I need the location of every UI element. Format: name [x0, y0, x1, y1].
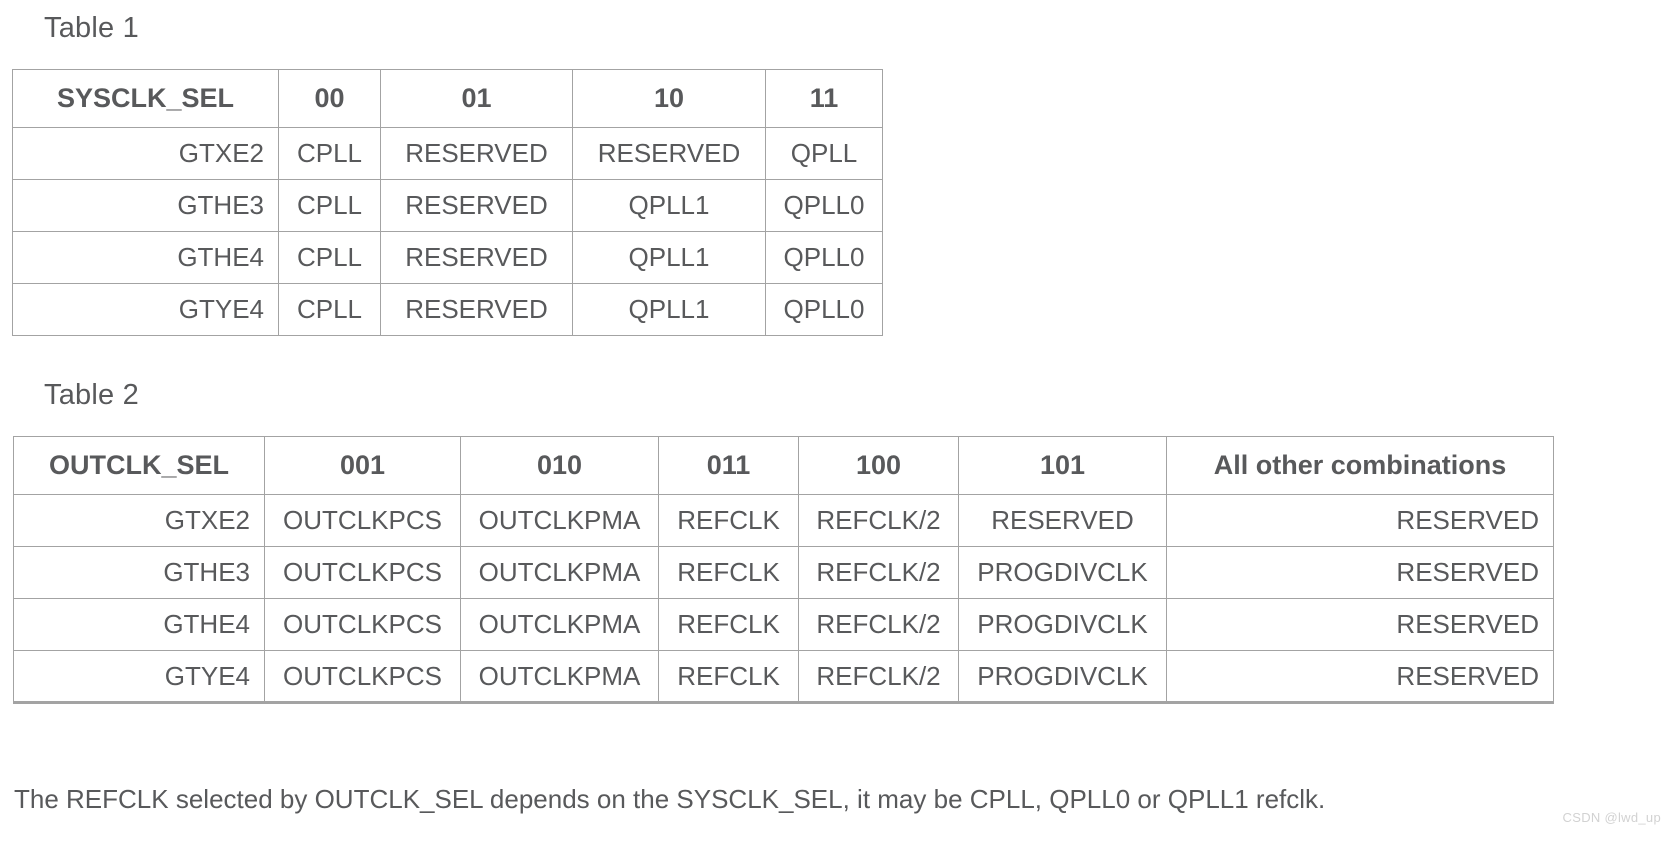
table-row: GTXE2 OUTCLKPCS OUTCLKPMA REFCLK REFCLK/… — [13, 494, 1554, 547]
table-1-cell: QPLL1 — [572, 179, 766, 232]
table-2-cell: OUTCLKPCS — [264, 546, 461, 599]
outclk-sel-table: OUTCLK_SEL 001 010 011 100 101 All other… — [13, 436, 1554, 704]
table-1-cell: QPLL1 — [572, 231, 766, 284]
table-2-header-cell: All other combinations — [1166, 436, 1554, 495]
table-2-cell: GTYE4 — [13, 650, 265, 704]
table-2-cell: OUTCLKPMA — [460, 598, 659, 651]
table-1-header-cell: 10 — [572, 69, 766, 128]
table-2-header-cell: OUTCLK_SEL — [13, 436, 265, 495]
table-2-header-cell: 101 — [958, 436, 1167, 495]
table-1-cell: QPLL0 — [765, 179, 883, 232]
table-1-cell: RESERVED — [380, 127, 573, 180]
table-2-cell: OUTCLKPCS — [264, 598, 461, 651]
table-row: GTHE4 OUTCLKPCS OUTCLKPMA REFCLK REFCLK/… — [13, 598, 1554, 651]
table-2-cell: RESERVED — [958, 494, 1167, 547]
table-2-caption: Table 2 — [44, 379, 139, 411]
table-2-cell: REFCLK — [658, 650, 799, 704]
table-1-cell: RESERVED — [572, 127, 766, 180]
table-1-cell: RESERVED — [380, 283, 573, 336]
table-2-cell: PROGDIVCLK — [958, 650, 1167, 704]
table-header-row: OUTCLK_SEL 001 010 011 100 101 All other… — [13, 436, 1554, 495]
table-1-header-cell: 01 — [380, 69, 573, 128]
table-2-cell: OUTCLKPMA — [460, 546, 659, 599]
sysclk-sel-table: SYSCLK_SEL 00 01 10 11 GTXE2 CPLL RESERV… — [12, 69, 883, 336]
footnote-text: The REFCLK selected by OUTCLK_SEL depend… — [14, 784, 1326, 814]
table-row: GTYE4 OUTCLKPCS OUTCLKPMA REFCLK REFCLK/… — [13, 650, 1554, 704]
table-2-cell: REFCLK/2 — [798, 598, 959, 651]
table-row: GTHE4 CPLL RESERVED QPLL1 QPLL0 — [12, 231, 883, 284]
table-2-cell: GTXE2 — [13, 494, 265, 547]
table-row: GTYE4 CPLL RESERVED QPLL1 QPLL0 — [12, 283, 883, 336]
watermark-label: CSDN @lwd_up — [1562, 810, 1661, 825]
table-1-cell: GTHE4 — [12, 231, 279, 284]
table-1-cell: CPLL — [278, 231, 381, 284]
table-2-cell: GTHE3 — [13, 546, 265, 599]
table-1-header-cell: SYSCLK_SEL — [12, 69, 279, 128]
table-row: GTHE3 CPLL RESERVED QPLL1 QPLL0 — [12, 179, 883, 232]
table-2-header-cell: 100 — [798, 436, 959, 495]
table-2-cell: OUTCLKPMA — [460, 650, 659, 704]
table-1-cell: RESERVED — [380, 231, 573, 284]
table-2-cell: REFCLK — [658, 546, 799, 599]
table-1-cell: QPLL0 — [765, 283, 883, 336]
table-2-cell: GTHE4 — [13, 598, 265, 651]
table-2-cell: RESERVED — [1166, 650, 1554, 704]
table-1-cell: QPLL1 — [572, 283, 766, 336]
table-1-header-cell: 00 — [278, 69, 381, 128]
table-2-cell: REFCLK/2 — [798, 546, 959, 599]
table-2-cell: RESERVED — [1166, 598, 1554, 651]
table-row: GTXE2 CPLL RESERVED RESERVED QPLL — [12, 127, 883, 180]
table-2-cell: OUTCLKPCS — [264, 650, 461, 704]
table-2-cell: REFCLK/2 — [798, 650, 959, 704]
table-1-cell: CPLL — [278, 283, 381, 336]
table-1-cell: GTHE3 — [12, 179, 279, 232]
table-2-cell: PROGDIVCLK — [958, 546, 1167, 599]
table-2-header-cell: 011 — [658, 436, 799, 495]
table-header-row: SYSCLK_SEL 00 01 10 11 — [12, 69, 883, 128]
table-1-header-cell: 11 — [765, 69, 883, 128]
table-2-cell: RESERVED — [1166, 494, 1554, 547]
table-2-cell: OUTCLKPCS — [264, 494, 461, 547]
table-2-cell: REFCLK — [658, 494, 799, 547]
table-2-cell: REFCLK — [658, 598, 799, 651]
table-row: GTHE3 OUTCLKPCS OUTCLKPMA REFCLK REFCLK/… — [13, 546, 1554, 599]
table-2-header-cell: 010 — [460, 436, 659, 495]
table-1-cell: QPLL0 — [765, 231, 883, 284]
table-2-cell: PROGDIVCLK — [958, 598, 1167, 651]
table-1-cell: CPLL — [278, 127, 381, 180]
table-1-cell: QPLL — [765, 127, 883, 180]
table-1-caption: Table 1 — [44, 12, 139, 44]
table-2-cell: RESERVED — [1166, 546, 1554, 599]
table-1-cell: GTYE4 — [12, 283, 279, 336]
table-1-cell: GTXE2 — [12, 127, 279, 180]
table-1-cell: RESERVED — [380, 179, 573, 232]
table-2-header-cell: 001 — [264, 436, 461, 495]
table-1-cell: CPLL — [278, 179, 381, 232]
table-2-cell: OUTCLKPMA — [460, 494, 659, 547]
table-2-cell: REFCLK/2 — [798, 494, 959, 547]
